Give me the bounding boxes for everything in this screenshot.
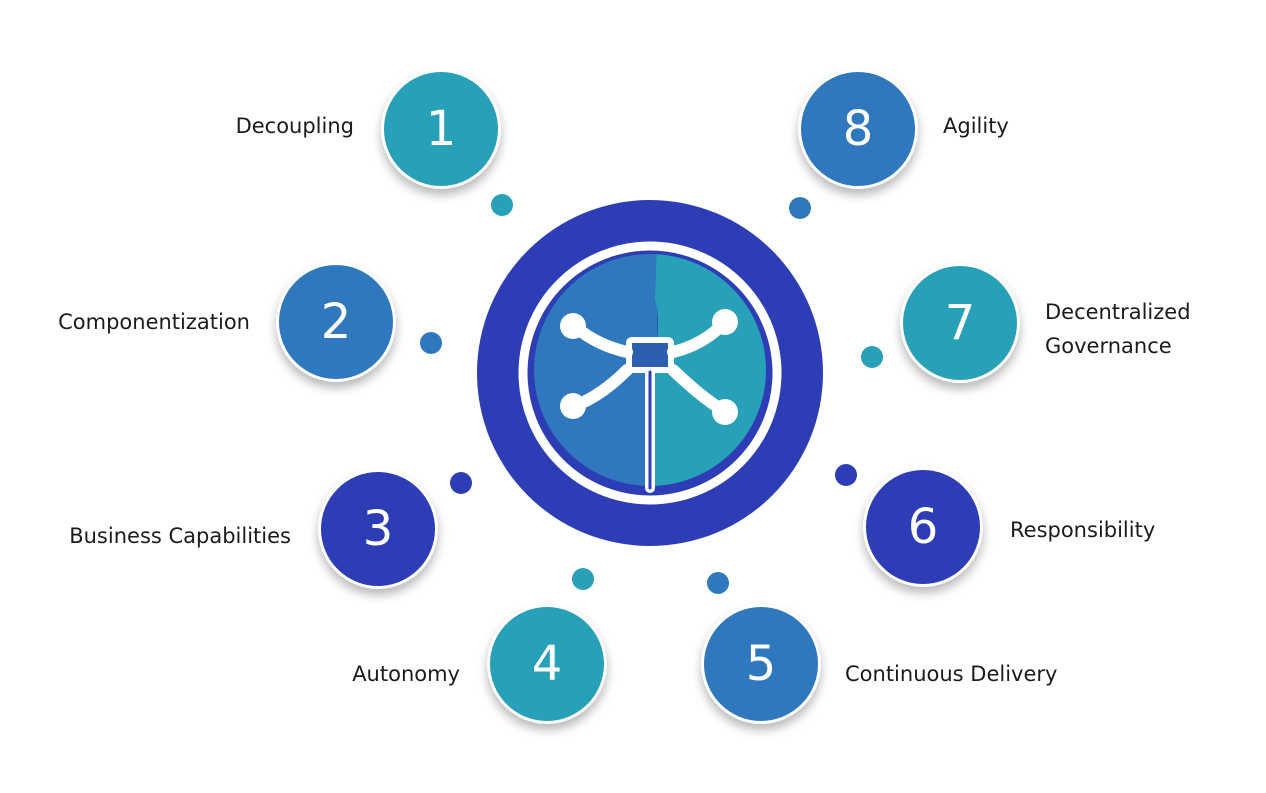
connector-dot-2 — [420, 332, 442, 354]
step-5-circle: 5 — [701, 604, 821, 724]
connector-dot-8 — [789, 197, 811, 219]
step-4-label: Autonomy — [352, 662, 460, 686]
step-7-label-text: Decentralized Governance — [1045, 300, 1191, 358]
step-8-label: Agility — [943, 114, 1009, 138]
step-1-circle: 1 — [381, 69, 501, 189]
step-2-circle: 2 — [276, 262, 396, 382]
step-8-circle: 8 — [798, 69, 918, 189]
connector-dot-1 — [491, 194, 513, 216]
step-3-circle: 3 — [318, 469, 438, 589]
step-7-circle: 7 — [900, 263, 1020, 383]
step-6-number: 6 — [907, 499, 939, 555]
step-8-number: 8 — [842, 101, 874, 157]
step-1-label: Decoupling — [235, 114, 354, 138]
step-2-number: 2 — [320, 294, 352, 350]
step-6-label: Responsibility — [1010, 518, 1156, 542]
step-5-number: 5 — [745, 636, 777, 692]
step-7-label: Decentralized Governance — [1045, 295, 1245, 363]
step-5-label: Continuous Delivery — [845, 662, 1058, 686]
step-3-number: 3 — [362, 501, 394, 557]
step-1-number: 1 — [425, 101, 457, 157]
connector-dot-3 — [450, 472, 472, 494]
connector-dot-6 — [835, 464, 857, 486]
step-3-label: Business Capabilities — [69, 524, 291, 548]
step-4-number: 4 — [531, 636, 563, 692]
step-6-circle: 6 — [863, 467, 983, 587]
central-hub — [477, 200, 823, 546]
step-2-label: Componentization — [58, 310, 250, 334]
microservices-network-icon — [477, 200, 823, 546]
connector-dot-7 — [861, 346, 883, 368]
connector-dot-4 — [572, 568, 594, 590]
step-7-number: 7 — [944, 295, 976, 351]
connector-dot-5 — [707, 572, 729, 594]
step-4-circle: 4 — [487, 604, 607, 724]
